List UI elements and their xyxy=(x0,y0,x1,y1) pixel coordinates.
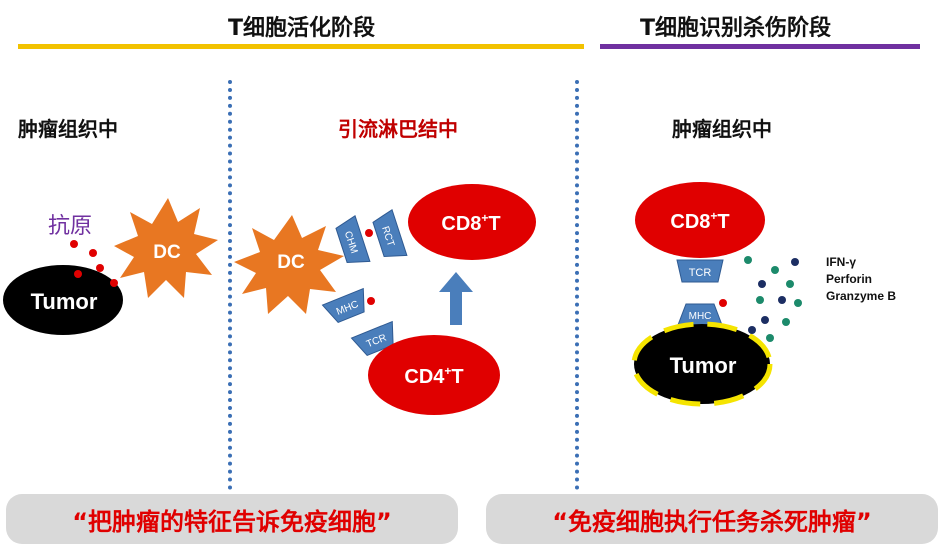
caption-right: “免疫细胞执行任务杀死肿瘤” xyxy=(486,494,938,544)
rct-receptor: RCT xyxy=(372,208,408,258)
divider-left xyxy=(228,80,232,490)
antigen-dots xyxy=(70,240,118,287)
section-title-left: 肿瘤组织中 xyxy=(18,117,118,141)
cytokine-granzyme: Granzyme B xyxy=(826,289,896,303)
recognition-stage-bar xyxy=(600,44,920,49)
mhc-middle: MHC xyxy=(321,287,365,324)
activation-stage-title: T细胞活化阶段 xyxy=(228,16,376,41)
dc-label-left: DC xyxy=(153,242,181,263)
tumor-label-left: Tumor xyxy=(31,289,98,314)
tcr-right: TCR xyxy=(676,259,724,283)
divider-right xyxy=(575,80,579,490)
dc-cell-middle xyxy=(234,215,344,314)
activation-stage-bar xyxy=(18,44,584,49)
caption-left: “把肿瘤的特征告诉免疫细胞” xyxy=(6,494,458,544)
chm-receptor: CHM xyxy=(335,214,371,264)
cd8-label-right: CD8+T xyxy=(670,209,729,233)
tumor-cell-left xyxy=(3,265,123,335)
cytokine-ifn: IFN-γ xyxy=(826,255,856,269)
mhc-right: MHC xyxy=(677,303,723,326)
cd4-cell xyxy=(368,335,500,415)
antigen-dot-mhc-middle xyxy=(367,297,375,305)
cytokine-perforin: Perforin xyxy=(826,272,872,286)
antigen-dot-chm xyxy=(365,229,373,237)
cd8-cell-right xyxy=(635,182,765,258)
mhc-right-label: MHC xyxy=(689,311,712,322)
tumor-cell-right xyxy=(631,321,773,407)
cytokine-dots xyxy=(744,256,802,342)
dc-label-middle: DC xyxy=(277,252,305,273)
recognition-stage-title: T细胞识别杀伤阶段 xyxy=(640,16,832,41)
antigen-label: 抗原 xyxy=(48,214,93,239)
tumor-label-right: Tumor xyxy=(670,353,737,378)
section-title-middle: 引流淋巴结中 xyxy=(338,117,458,141)
cd8-cell-middle xyxy=(408,184,536,260)
antigen-dot-mhc-right xyxy=(719,299,727,307)
dc-cell-left xyxy=(114,198,218,298)
activation-arrow xyxy=(439,272,473,325)
cd4-label: CD4+T xyxy=(404,364,463,388)
tcr-right-label: TCR xyxy=(689,267,712,279)
section-title-right: 肿瘤组织中 xyxy=(672,117,772,141)
cd8-label-middle: CD8+T xyxy=(441,211,500,235)
